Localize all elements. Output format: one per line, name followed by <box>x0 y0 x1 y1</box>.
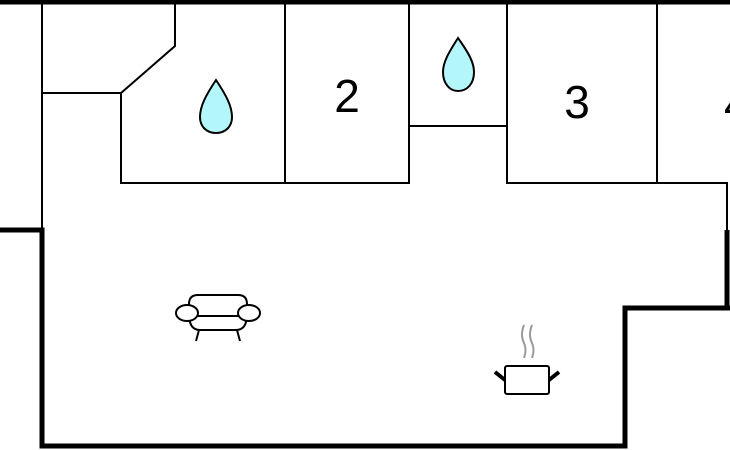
room-label-2: 2 <box>334 70 360 122</box>
water-drop-icon <box>441 36 476 93</box>
cooking-pot-icon <box>493 324 561 395</box>
wall <box>42 0 176 94</box>
wall <box>120 0 410 184</box>
sofa-icon <box>175 294 261 342</box>
room-label-4: 4 <box>724 78 730 130</box>
wall <box>506 0 728 230</box>
interior-walls <box>41 0 728 230</box>
outer-wall <box>0 227 730 449</box>
water-drop-icon <box>198 78 234 135</box>
room-label-3: 3 <box>564 76 590 128</box>
